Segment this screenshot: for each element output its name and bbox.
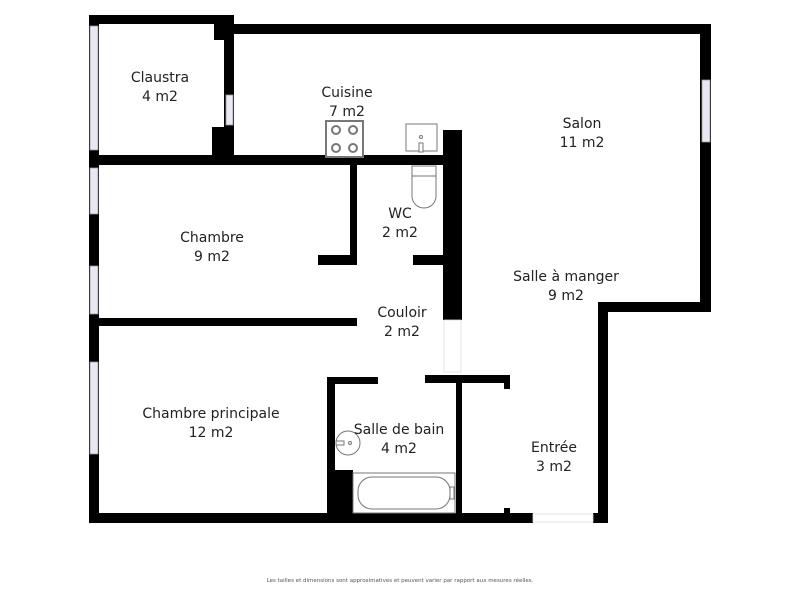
disclaimer: Les tailles et dimensions sont approxima… [266,578,534,584]
room-salle-de-bain: Salle de bain 4 m2 [354,421,445,459]
wall [504,377,510,389]
stove-icon [325,120,364,158]
room-area: 9 m2 [194,249,230,265]
room-area: 4 m2 [381,441,417,457]
wall [89,155,443,165]
room-salon: Salon 11 m2 [560,115,605,153]
wall [504,508,510,518]
room-area: 3 m2 [536,459,572,475]
room-area: 2 m2 [382,225,418,241]
room-salle-a-manger: Salle à manger 9 m2 [513,268,619,306]
wall [598,302,608,523]
bathtub-icon [352,472,456,514]
room-name: Claustra [130,70,190,86]
wall [89,513,533,523]
toilet-icon [411,165,437,209]
room-name: Salle de bain [353,422,445,438]
doors [443,319,594,523]
window [89,167,99,215]
wall [443,130,462,320]
door-opening [532,513,594,523]
room-name: Entrée [531,440,577,456]
wall [593,513,608,523]
wall [413,255,448,265]
wall [224,24,711,34]
window [701,79,711,143]
room-chambre: Chambre 9 m2 [180,229,244,267]
windows [89,25,711,455]
room-chambre-principale: Chambre principale 12 m2 [142,405,279,443]
window [89,361,99,455]
room-area: 11 m2 [559,135,605,151]
wall [327,377,335,523]
room-area: 4 m2 [142,89,178,105]
window [89,265,99,315]
room-name: WC [388,206,412,222]
room-name: Chambre [180,230,244,246]
wall [89,318,357,326]
door-opening [443,319,462,373]
wall [89,15,224,24]
wall [350,160,357,265]
sink-icon [405,123,438,153]
wall [327,470,353,520]
window [89,25,99,151]
room-area: 7 m2 [329,104,365,120]
room-name: Couloir [377,305,427,321]
wall [425,375,510,383]
room-name: Chambre principale [142,406,280,422]
wall [700,24,711,312]
wall [456,377,462,523]
room-area: 12 m2 [188,425,234,441]
wall [600,302,711,312]
room-name: Salle à manger [513,269,619,285]
wall [318,255,357,265]
room-entree: Entrée 3 m2 [531,439,577,477]
wall [327,377,378,384]
wall [212,127,234,158]
room-wc: WC 2 m2 [382,205,418,243]
room-cuisine: Cuisine 7 m2 [321,84,372,122]
room-area: 9 m2 [548,288,584,304]
basin-icon [335,430,361,456]
room-name: Salon [562,116,602,132]
room-area: 2 m2 [384,324,420,340]
room-claustra: Claustra 4 m2 [131,69,189,107]
window [225,94,234,126]
room-name: Cuisine [321,85,373,101]
room-couloir: Couloir 2 m2 [377,304,426,342]
